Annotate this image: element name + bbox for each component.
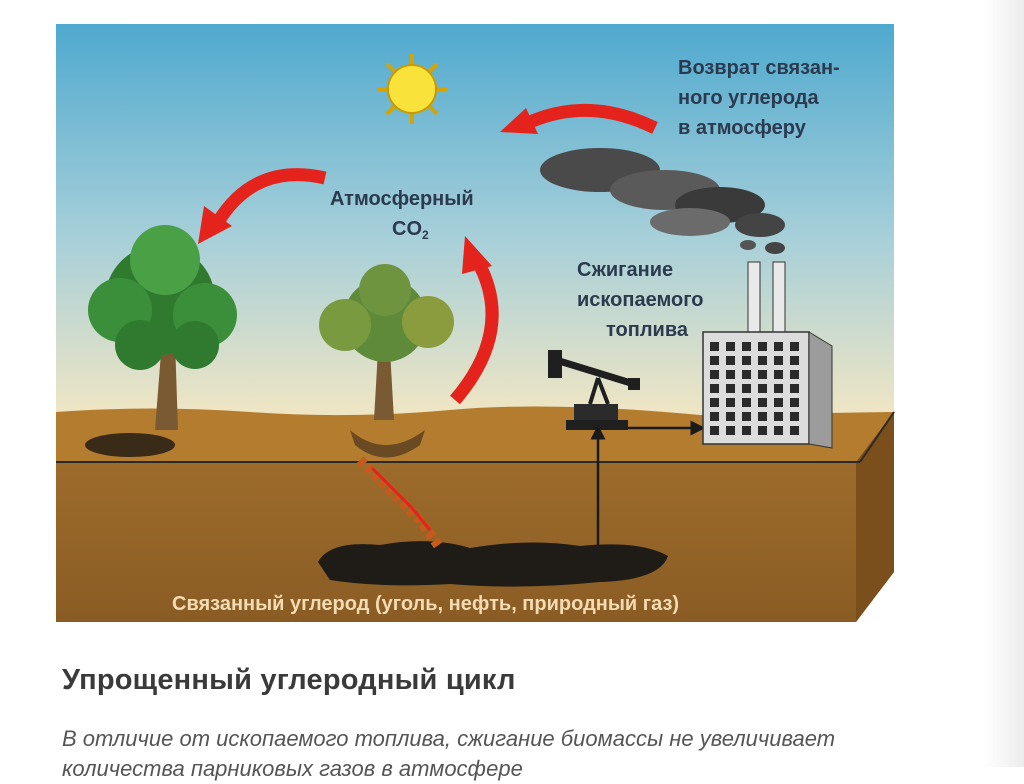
- factory-window: [790, 370, 799, 379]
- ground-surface: [56, 406, 894, 462]
- factory-window: [710, 398, 719, 407]
- factory-window: [742, 426, 751, 435]
- factory-window: [774, 356, 783, 365]
- caption-text: В отличие от ископаемого топлива, сжиган…: [62, 726, 836, 781]
- factory-window: [790, 342, 799, 351]
- factory-window: [790, 398, 799, 407]
- factory-window: [742, 412, 751, 421]
- factory-window: [790, 356, 799, 365]
- label-bound-carbon: Связанный углерод (уголь, нефть, природн…: [172, 593, 679, 615]
- factory-window: [726, 412, 735, 421]
- factory-window: [774, 398, 783, 407]
- factory-window: [726, 426, 735, 435]
- factory-window: [758, 398, 767, 407]
- factory-window: [742, 398, 751, 407]
- factory-window: [742, 342, 751, 351]
- ground-line-side: [859, 411, 895, 463]
- factory-window: [710, 412, 719, 421]
- caption-title: Упрощенный углеродный цикл: [62, 664, 516, 696]
- page-edge-shadow: [984, 0, 1024, 767]
- arrow-return-to-atmosphere: [500, 103, 658, 134]
- green-tree: [85, 225, 237, 457]
- factory-window: [726, 356, 735, 365]
- arrow-co2-to-tree: [198, 168, 327, 244]
- factory-window: [710, 370, 719, 379]
- factory-window: [710, 356, 719, 365]
- factory-window: [710, 426, 719, 435]
- factory-window: [726, 384, 735, 393]
- factory-window: [790, 412, 799, 421]
- factory-window: [758, 342, 767, 351]
- autumn-tree: [319, 264, 454, 458]
- label-return-carbon: Возврат связан- ного углерода в атмосфер…: [678, 57, 845, 139]
- factory-window: [742, 384, 751, 393]
- fossil-deposit: [318, 541, 668, 587]
- factory-window: [774, 426, 783, 435]
- factory-window: [726, 342, 735, 351]
- factory-window: [742, 370, 751, 379]
- factory-window: [726, 370, 735, 379]
- factory-window: [710, 384, 719, 393]
- factory-window: [758, 412, 767, 421]
- smoke-cloud: [540, 148, 785, 254]
- soil-layer: [56, 412, 894, 622]
- factory-window: [774, 412, 783, 421]
- factory-window: [758, 384, 767, 393]
- sun-icon: [377, 54, 447, 124]
- factory-window: [790, 384, 799, 393]
- label-atmospheric-co2: Атмосферный: [330, 188, 474, 210]
- factory-window: [758, 426, 767, 435]
- oil-pump-icon: [548, 350, 640, 430]
- arrow-tree-to-co2: [450, 236, 499, 405]
- factory-window: [742, 356, 751, 365]
- factory-window: [774, 342, 783, 351]
- factory-window: [758, 370, 767, 379]
- factory-icon: [702, 261, 833, 449]
- factory-window: [774, 370, 783, 379]
- decay-path: [356, 456, 445, 551]
- factory-window: [774, 384, 783, 393]
- factory-window: [758, 356, 767, 365]
- soil-side: [856, 412, 894, 622]
- factory-window: [790, 426, 799, 435]
- factory-window: [726, 398, 735, 407]
- label-co2-formula: CO2: [392, 218, 429, 242]
- carbon-cycle-diagram: Возврат связан- ного углерода в атмосфер…: [56, 24, 895, 622]
- label-fuel-burning: Сжигание ископаемого топлива: [577, 259, 709, 341]
- factory-window: [710, 342, 719, 351]
